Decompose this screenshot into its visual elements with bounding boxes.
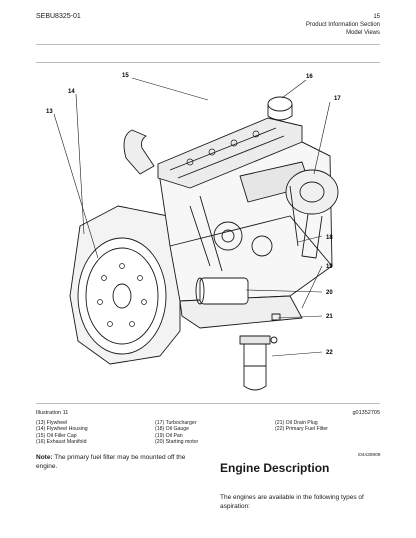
callout-17: 17	[334, 96, 341, 102]
callout-18: 18	[326, 235, 333, 241]
section-title: Engine Description	[220, 461, 330, 475]
section-name: Product Information Section	[305, 22, 380, 28]
note-text: The primary fuel filter may be mounted o…	[36, 454, 186, 470]
legend-column-1: (13) Flywheel (14) Flywheel Housing (15)…	[36, 420, 88, 446]
header-rule	[36, 44, 380, 45]
legend-item: (14) Flywheel Housing	[36, 426, 88, 433]
legend-item: (20) Starting motor	[155, 439, 199, 446]
legend-column-3: (21) Oil Drain Plug (22) Primary Fuel Fi…	[275, 420, 328, 433]
callout-13: 13	[46, 109, 53, 115]
callout-16: 16	[306, 74, 313, 80]
legend-item: (13) Flywheel	[36, 420, 68, 426]
callout-22: 22	[326, 350, 333, 356]
page-header: 15 Product Information Section Model Vie…	[306, 13, 380, 37]
legend-item: (18) Oil Gauge	[155, 426, 190, 433]
callout-19: 19	[326, 264, 333, 270]
legend-item: (17) Turbocharger	[155, 420, 197, 426]
page-number: 15	[373, 14, 380, 20]
illustration-id: g01352705	[352, 410, 380, 416]
illustration-title: Illustration 11	[36, 410, 69, 416]
legend-item: (16) Exhaust Manifold	[36, 439, 87, 446]
callout-21: 21	[326, 314, 333, 320]
figure-bottom-rule	[36, 403, 380, 404]
figure-top-rule	[36, 62, 380, 63]
legend-column-2: (17) Turbocharger (18) Oil Gauge (19) Oi…	[155, 420, 198, 446]
legend-item: (22) Primary Fuel Filter	[275, 426, 329, 433]
subsection-name: Model Views	[346, 30, 380, 36]
legend-item: (21) Oil Drain Plug	[275, 420, 318, 426]
note-paragraph: Note: The primary fuel filter may be mou…	[36, 453, 206, 471]
legend-item: (19) Oil Pan	[155, 432, 183, 439]
section-body: The engines are available in the followi…	[220, 494, 364, 510]
note-label: Note:	[36, 454, 53, 461]
callout-20: 20	[326, 290, 333, 296]
document-id: SEBU8325-01	[36, 13, 81, 20]
engine-illustration: 15 16 17 14 13 18 19 20 21 22	[46, 73, 341, 391]
section-id: i04430909	[358, 453, 381, 458]
legend-item: (15) Oil Filler Cap	[36, 432, 77, 439]
callout-14: 14	[68, 89, 75, 95]
callout-15: 15	[122, 73, 129, 79]
